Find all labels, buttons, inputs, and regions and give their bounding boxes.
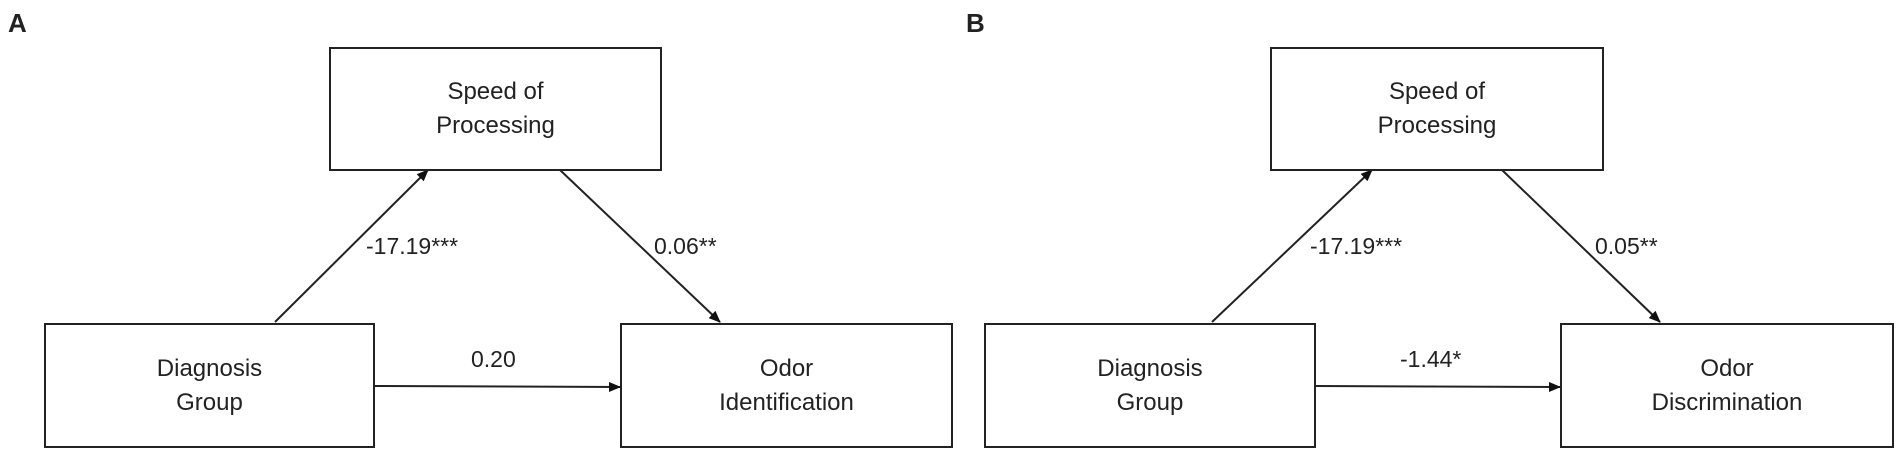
predictor-label-line1: Diagnosis [156,354,263,382]
panel-a-mediator-box: Speed of Processing [329,47,662,171]
panel-b-path-b-coefficient: 0.05** [1595,233,1658,259]
panel-b-letter: B [966,8,985,38]
mediator-label-line1: Speed of [1388,78,1486,105]
arrow-a-path-c [374,381,621,392]
arrow-b-path-a [1211,169,1373,323]
outcome-label-line2: Discrimination [1651,388,1803,416]
outcome-label-line1: Odor [1700,354,1754,382]
panel-b-predictor-box: Diagnosis Group [984,323,1316,448]
panel-b-path-a-coefficient: -17.19*** [1310,233,1403,259]
outcome-label-line2: Identification [719,388,854,416]
panel-a-letter: A [8,8,27,38]
panel-a-path-b-coefficient: 0.06** [654,233,717,259]
predictor-label-line2: Group [176,388,243,416]
panel-b-mediator-box: Speed of Processing [1270,47,1604,171]
predictor-label-line2: Group [1116,388,1184,416]
arrow-b-path-b [1501,169,1661,323]
mediator-label-line2: Processing [1377,112,1497,139]
arrow-b-path-c [1315,381,1561,392]
mediator-label-line2: Processing [436,112,555,139]
arrow-a-path-a [274,169,429,323]
panel-a-outcome-box: Odor Identification [620,323,953,448]
predictor-label-line1: Diagnosis [1097,354,1203,382]
mediator-label-line1: Speed of [447,78,544,105]
arrow-a-path-b [559,169,721,323]
panel-b-path-c-coefficient: -1.44* [1400,346,1462,372]
panel-a-predictor-box: Diagnosis Group [44,323,375,448]
panel-b-outcome-box: Odor Discrimination [1560,323,1894,448]
outcome-label-line1: Odor [759,354,814,382]
panel-a-path-a-coefficient: -17.19*** [366,233,459,259]
panel-a-path-c-coefficient: 0.20 [471,346,516,372]
